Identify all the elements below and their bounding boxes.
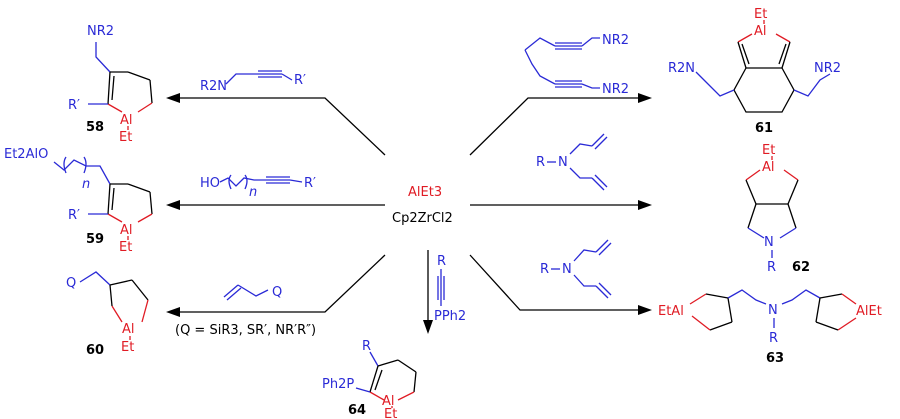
c59-rprime: R′	[68, 208, 80, 223]
substrate-58: R2N R′	[200, 70, 306, 94]
c59-number: 59	[86, 232, 104, 247]
arrow-to-61	[469, 93, 652, 156]
s64-r: R	[437, 254, 446, 269]
arrow-to-59	[166, 200, 385, 210]
s63-n: N	[562, 262, 572, 277]
c62-r: R	[767, 260, 776, 275]
arrow-to-60	[166, 254, 386, 317]
c61-number: 61	[755, 121, 773, 136]
s59-rprime: R′	[304, 176, 316, 191]
c61-al: Al	[754, 24, 767, 39]
compound-64: R Al Ph2P Et 64	[322, 339, 417, 419]
reagent-alet3: AlEt3	[408, 185, 442, 200]
compound-60: Q Al Et 60	[66, 271, 149, 358]
c62-n: N	[764, 235, 774, 250]
s62-n: N	[558, 155, 568, 170]
s63-r: R	[540, 262, 549, 277]
c60-q: Q	[66, 276, 76, 291]
c58-nr2: NR2	[87, 24, 114, 39]
c64-et: Et	[384, 407, 397, 419]
c64-pph2: Ph2P	[322, 377, 354, 392]
c64-r: R	[362, 339, 371, 354]
c64-al: Al	[382, 394, 395, 409]
c59-et: Et	[119, 240, 132, 255]
s61-nr2-bottom: NR2	[602, 82, 629, 97]
c63-etal-left: EtAl	[658, 304, 684, 319]
arrow-to-58	[166, 93, 386, 156]
compound-62: Et Al N R 62	[745, 143, 810, 275]
substrate-63: R N	[540, 239, 612, 299]
c58-number: 58	[86, 120, 104, 135]
c63-r: R	[769, 331, 778, 346]
substrate-59: HO n R′	[200, 174, 316, 200]
c61-nr2-left: R2N	[668, 61, 695, 76]
s59-n: n	[249, 185, 257, 200]
s64-pph2: PPh2	[434, 309, 466, 324]
c60-et: Et	[121, 340, 134, 355]
s60-q: Q	[272, 285, 282, 300]
substrate-62: R N	[536, 133, 608, 191]
c58-al: Al	[120, 113, 133, 128]
c60-al: Al	[122, 322, 135, 337]
substrate-61: NR2 NR2	[524, 33, 629, 97]
c62-number: 62	[792, 260, 810, 275]
c59-al: Al	[120, 223, 133, 238]
s59-ho: HO	[200, 176, 220, 191]
s62-r: R	[536, 155, 545, 170]
c62-al: Al	[762, 160, 775, 175]
compound-58: NR2 Al R′ Et 58	[68, 24, 153, 145]
c61-et: Et	[754, 7, 767, 22]
compound-63: EtAl N R AlEt 63	[658, 289, 882, 366]
c59-n: n	[82, 177, 90, 192]
c61-nr2-right: NR2	[814, 61, 841, 76]
arrow-to-62	[470, 200, 652, 210]
substrate-64: R PPh2	[434, 254, 466, 324]
c63-alet-right: AlEt	[856, 304, 882, 319]
c58-et: Et	[119, 130, 132, 145]
s58-rprime: R′	[294, 73, 306, 88]
c64-number: 64	[348, 403, 366, 418]
arrow-to-63	[469, 254, 652, 315]
arrow-to-64	[423, 250, 433, 334]
c63-number: 63	[766, 351, 784, 366]
c59-et2alo: Et2AlO	[4, 147, 48, 162]
compound-59: Et2AlO n Al R′ Et 59	[4, 147, 153, 255]
compound-61: Et Al R2N NR2 61	[668, 7, 841, 136]
s60-condition: (Q = SiR3, SR′, NR′R″)	[175, 323, 316, 338]
s61-nr2-top: NR2	[602, 33, 629, 48]
substrate-60: Q (Q = SiR3, SR′, NR′R″)	[175, 284, 316, 338]
c62-et: Et	[762, 143, 775, 158]
c60-number: 60	[86, 343, 104, 358]
c58-rprime: R′	[68, 98, 80, 113]
c63-n: N	[768, 303, 778, 318]
catalyst-cp2zrcl2: Cp2ZrCl2	[392, 211, 453, 226]
s58-r2n: R2N	[200, 79, 227, 94]
